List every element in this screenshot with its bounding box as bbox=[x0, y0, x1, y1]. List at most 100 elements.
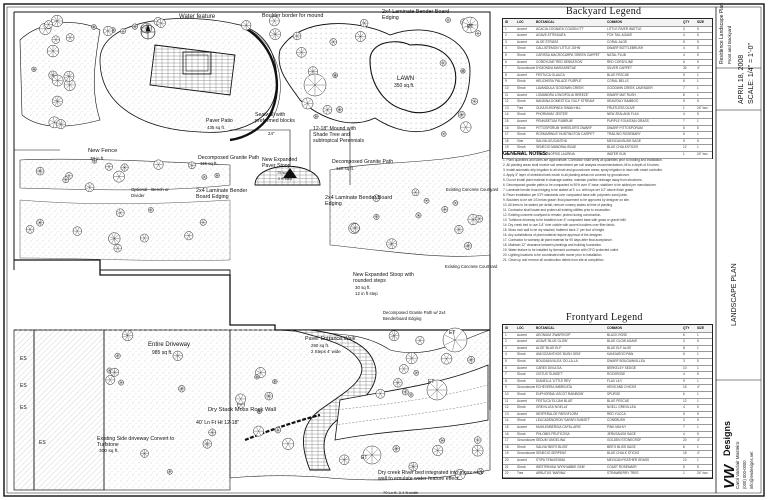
plant-symbol bbox=[413, 370, 420, 376]
plant-symbol bbox=[184, 231, 194, 241]
legend-cell: 5 bbox=[683, 39, 685, 44]
plant-symbol bbox=[454, 225, 464, 234]
plant-symbol bbox=[408, 392, 414, 398]
legend-cell: 5 bbox=[697, 359, 699, 363]
legend-cell: 5 bbox=[697, 33, 699, 38]
legend-cell: CONEBUSH bbox=[607, 418, 626, 423]
legend-cell: 6 bbox=[683, 444, 685, 449]
legend-cell: Shrub bbox=[517, 99, 526, 104]
legend-cell: 1 bbox=[697, 444, 699, 449]
legend-cell: 1 bbox=[697, 425, 699, 429]
general-note: 17. Contractor to warranty all plant mat… bbox=[503, 237, 613, 242]
legend-cell: 12 bbox=[683, 145, 687, 150]
plant-symbol bbox=[153, 159, 164, 170]
legend-cell: Accent bbox=[517, 425, 527, 429]
legend-cell: 2 bbox=[505, 339, 507, 344]
legend-cell: 9 bbox=[683, 378, 685, 383]
plant-symbol bbox=[454, 469, 466, 480]
legend-cell: 1 bbox=[697, 86, 699, 90]
plant-symbol bbox=[140, 449, 149, 458]
et-tag: ET bbox=[361, 455, 368, 461]
plant-symbol bbox=[460, 68, 466, 74]
plant-symbol bbox=[442, 327, 468, 353]
new-fence-label: New Fence bbox=[88, 148, 118, 154]
legend-cell: 5 bbox=[697, 39, 699, 44]
paver-patio bbox=[149, 44, 236, 96]
plant-symbol bbox=[350, 223, 360, 233]
plant-symbol bbox=[44, 20, 53, 29]
legend-cell: 4" bbox=[697, 385, 700, 390]
plant-symbols bbox=[25, 14, 484, 480]
plant-symbol bbox=[201, 174, 208, 180]
plant-symbol bbox=[156, 18, 166, 28]
legend-cell: 19 bbox=[505, 145, 509, 150]
legend-cell: Shrub bbox=[517, 145, 526, 150]
legend-cell: BLUE CHALKSTICKS bbox=[607, 145, 639, 150]
general-note: 9. Boulders to be set 1/3 below grade; f… bbox=[503, 197, 630, 202]
plant-symbol bbox=[50, 14, 64, 28]
entrance-walk-area: 250 sq ft. bbox=[311, 343, 330, 348]
legend-cell: ECHEVERIA IMBRICATA bbox=[536, 385, 573, 390]
plant-symbol bbox=[439, 59, 447, 67]
legend-cell: 8 bbox=[683, 92, 685, 97]
plant-symbol bbox=[274, 426, 282, 434]
legend-cell: HENS AND CHICKS bbox=[607, 385, 637, 390]
designer-email: info@vwdesigns.net bbox=[749, 451, 754, 489]
legend-cell: ROSMARINUS 'HUNTINGTON CARPET' bbox=[536, 132, 595, 137]
legend-cell: Shrub bbox=[517, 132, 526, 137]
plant-symbol bbox=[408, 461, 418, 472]
legend-cell: 4 bbox=[683, 53, 685, 57]
plant-symbol bbox=[25, 225, 35, 234]
plan-scale: SCALE: 1/4" = 1'-0" bbox=[748, 43, 755, 104]
legend-cell: Accent bbox=[517, 119, 527, 123]
plant-symbol bbox=[269, 15, 280, 27]
legend-cell: 5 bbox=[683, 99, 685, 104]
legend-cell: 13 bbox=[505, 105, 509, 110]
general-note: 18. Maintain 12" clearance between plant… bbox=[503, 242, 602, 247]
plant-symbol bbox=[264, 391, 274, 401]
legend-header-cell: SIZE bbox=[697, 20, 705, 24]
legend-cell: 18 bbox=[505, 444, 509, 449]
plant-symbol bbox=[477, 467, 484, 475]
legend-cell: 4 bbox=[683, 33, 685, 38]
designer-name: Carol Vanclair Mosteiro bbox=[735, 441, 740, 489]
plant-symbol bbox=[372, 194, 381, 202]
plant-symbol bbox=[313, 114, 319, 119]
legend-cell: 1 bbox=[697, 132, 699, 137]
legend-cell: DWARF BOUGAINVILLEA bbox=[607, 359, 645, 363]
legend-cell: Shrub bbox=[517, 112, 526, 117]
optional-bench-label: Optional - Bench or Divider bbox=[131, 187, 169, 198]
plant-symbol bbox=[393, 378, 403, 388]
legend-cell: 1 bbox=[697, 392, 699, 396]
legend-cell: Accent bbox=[517, 398, 527, 403]
entry-drive-area: 985 sq ft. bbox=[152, 350, 173, 356]
legend-cell: BLUE ELF ALOE bbox=[607, 345, 632, 350]
legend-header-cell: SIZE bbox=[697, 326, 705, 330]
plant-symbol bbox=[51, 35, 60, 44]
legend-cell: 1 bbox=[697, 119, 699, 123]
legend-cell: 3 bbox=[683, 26, 685, 31]
legend-cell: 6 bbox=[683, 79, 685, 84]
legend-cell: 1 bbox=[683, 152, 685, 156]
legend-cell: 10 bbox=[683, 458, 687, 462]
side-drive-label: Existing Side driveway Convert to Turfst… bbox=[97, 436, 175, 448]
legend-cell: 5 bbox=[697, 464, 699, 469]
legend-cell: PHLOMIS FRUTICOSA bbox=[536, 431, 570, 436]
plant-symbol bbox=[474, 30, 482, 37]
plant-symbol bbox=[178, 385, 186, 393]
legend-cell: PHORMIUM 'JESTER' bbox=[536, 112, 569, 117]
general-note: 13. Turfstone driveway to be installed o… bbox=[503, 217, 627, 222]
plant-symbol bbox=[46, 44, 60, 58]
legend-cell: 1 bbox=[683, 105, 685, 110]
plant-symbol bbox=[120, 28, 126, 35]
legend-cell: 22 bbox=[505, 471, 509, 476]
fence-length: 30 in ft. bbox=[90, 156, 105, 161]
